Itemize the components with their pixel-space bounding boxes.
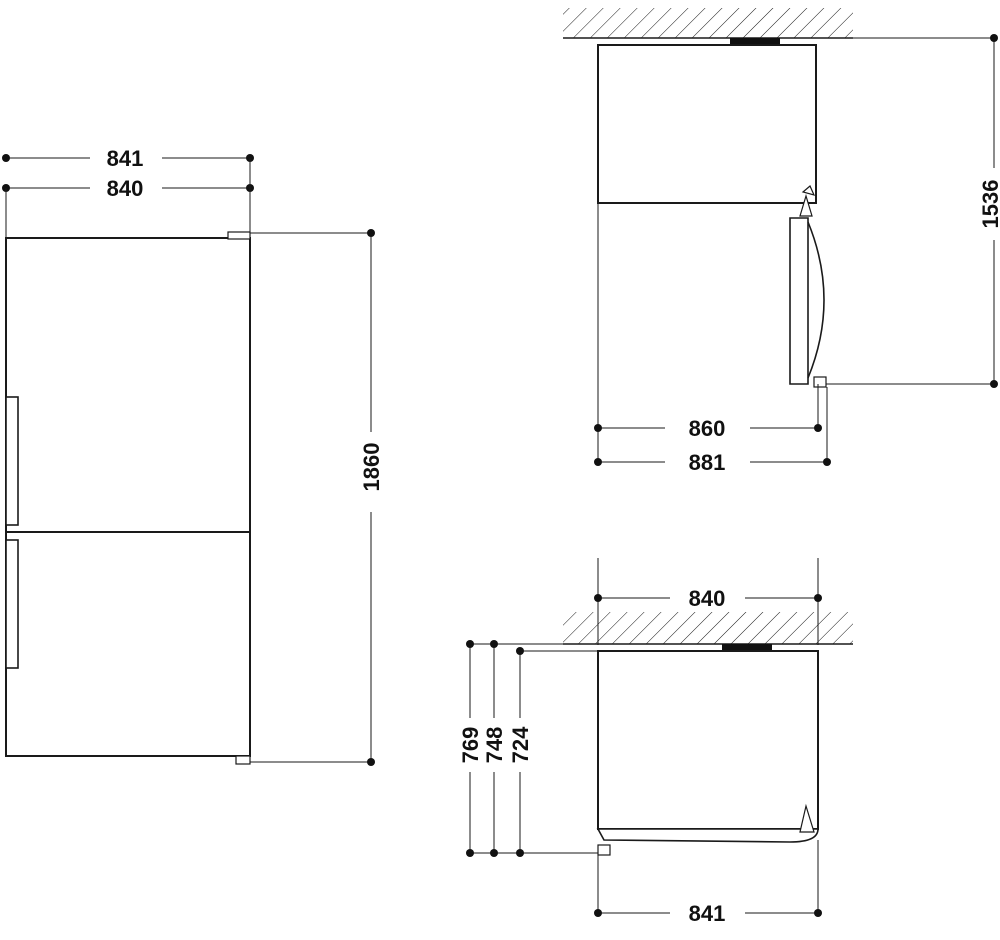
wall-spacer	[722, 644, 772, 651]
dim-endpoint	[367, 758, 375, 766]
dim-label-840-front: 840	[107, 176, 144, 201]
open-door-curve	[807, 221, 825, 379]
upper-door-handle	[5, 396, 19, 526]
dim-endpoint	[466, 849, 474, 857]
dim-endpoint	[594, 424, 602, 432]
dim-label-881: 881	[689, 450, 726, 475]
dim-label-748: 748	[482, 727, 507, 764]
dim-endpoint	[594, 594, 602, 602]
dim-label-724: 724	[508, 726, 533, 763]
door-hinge-block	[597, 844, 611, 856]
dim-endpoint	[823, 458, 831, 466]
dim-endpoint	[516, 849, 524, 857]
door-hinge-arrow-icon	[799, 193, 813, 217]
fridge-front-body	[5, 237, 251, 757]
hinge-arrow-icon	[801, 185, 816, 196]
wall-hatch-bottom	[563, 612, 853, 644]
dim-endpoint	[594, 909, 602, 917]
dim-endpoint	[814, 594, 822, 602]
dim-endpoint	[814, 909, 822, 917]
fridge-top-body-closed	[597, 650, 819, 830]
top-hinge	[227, 231, 251, 240]
fridge-top-body-open	[597, 44, 817, 204]
dim-endpoint	[990, 34, 998, 42]
lower-door-handle	[5, 539, 19, 669]
dim-endpoint	[490, 640, 498, 648]
open-door	[789, 217, 809, 385]
dim-label-769: 769	[458, 727, 483, 764]
top-view-closed: 840 769 748 724	[458, 558, 853, 926]
dim-label-1860: 1860	[359, 443, 384, 492]
dim-label-860: 860	[689, 416, 726, 441]
dim-endpoint	[466, 640, 474, 648]
wall-hatch-top	[563, 8, 853, 38]
dim-endpoint	[2, 154, 10, 162]
bottom-hinge	[235, 755, 251, 765]
dim-endpoint	[814, 424, 822, 432]
dim-endpoint	[990, 380, 998, 388]
dim-endpoint	[490, 849, 498, 857]
dim-endpoint	[594, 458, 602, 466]
dim-endpoint	[367, 229, 375, 237]
dim-label-841-front: 841	[107, 146, 144, 171]
top-view-open: 1536 860 881	[563, 8, 1000, 475]
dim-label-841-bottom: 841	[689, 901, 726, 926]
dim-label-840-top: 840	[689, 586, 726, 611]
dim-label-1536: 1536	[978, 180, 1000, 229]
closed-door	[596, 828, 819, 843]
door-hinge-block	[813, 376, 827, 388]
hinge-arrow-icon	[799, 803, 815, 833]
front-view: 841 840 1860	[2, 146, 384, 766]
dim-endpoint	[516, 647, 524, 655]
wall-spacer	[730, 38, 780, 46]
